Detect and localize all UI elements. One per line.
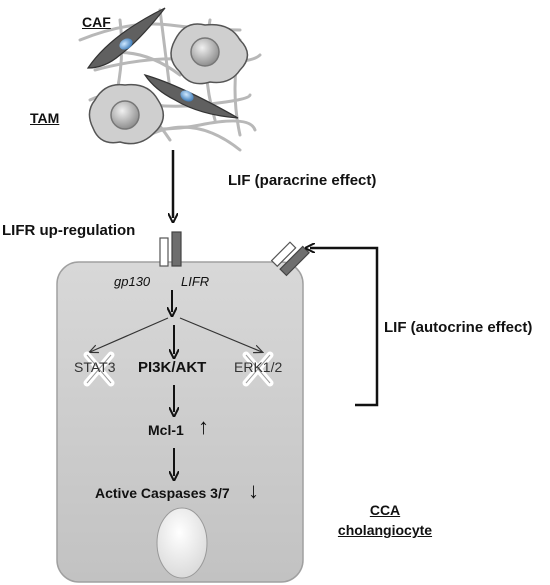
caf-cell-bottom bbox=[143, 73, 239, 119]
tam-cell-top bbox=[170, 23, 249, 85]
lifr-label: LIFR bbox=[181, 274, 210, 289]
stat3-inhibition-cross-outline bbox=[86, 354, 112, 384]
caf-label: CAF bbox=[82, 14, 111, 30]
paracrine-label: LIF (paracrine effect) bbox=[228, 172, 377, 189]
cca-label: CCA bbox=[369, 502, 401, 518]
caf-cell-top bbox=[86, 7, 166, 69]
mcl1-label: Mcl-1 bbox=[148, 422, 184, 438]
lifr-receptor bbox=[171, 231, 182, 267]
autocrine-loop bbox=[310, 248, 379, 407]
cholangiocyte-label: cholangiocyte bbox=[337, 522, 433, 538]
gp130-receptor bbox=[159, 237, 169, 267]
cell-cluster-illustration bbox=[78, 7, 262, 152]
tam-cell-bottom bbox=[88, 83, 164, 145]
arrow-to-erk bbox=[179, 317, 262, 352]
receptor-complex-main bbox=[159, 231, 182, 267]
gp130-label: gp130 bbox=[114, 274, 151, 289]
cell-nucleus bbox=[156, 507, 208, 579]
autocrine-label: LIF (autocrine effect) bbox=[384, 319, 533, 336]
pi3k-akt-label: PI3K/AKT bbox=[138, 359, 207, 376]
caspases-label: Active Caspases 3/7 bbox=[95, 485, 230, 501]
tam-label: TAM bbox=[30, 110, 60, 126]
erk-inhibition-cross-outline bbox=[245, 354, 271, 384]
arrow-to-stat3 bbox=[90, 317, 169, 352]
stat3-label: STAT3 bbox=[74, 359, 116, 375]
lifr-upregulation-label: LIFR up-regulation bbox=[2, 222, 136, 239]
mcl1-up-arrow: ↑ bbox=[198, 414, 209, 439]
gp130-receptor-2 bbox=[270, 241, 297, 268]
erk-label: ERK1/2 bbox=[234, 359, 283, 375]
caspases-down-arrow: ↓ bbox=[248, 478, 259, 503]
